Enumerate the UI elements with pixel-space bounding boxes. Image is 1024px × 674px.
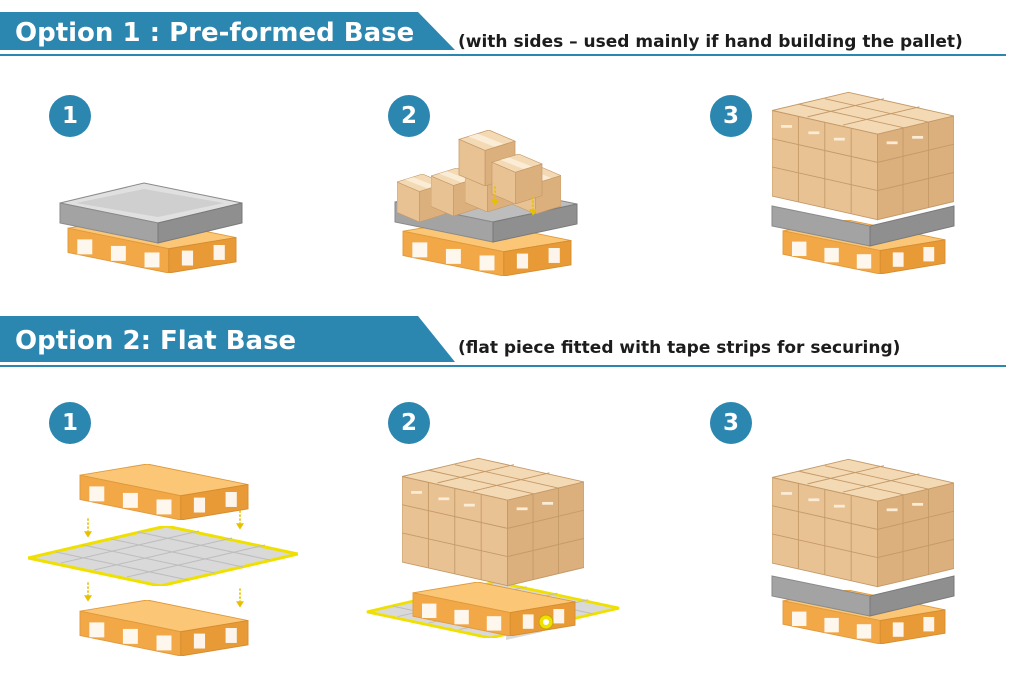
down-arrow-icon <box>84 518 92 538</box>
option1-subtitle: (with sides – used mainly if hand buildi… <box>458 32 963 52</box>
pallet-base-icon <box>59 182 243 244</box>
option2-banner: Option 2: Flat Base (flat piece fitted w… <box>0 316 1010 367</box>
pallet-icon <box>79 464 249 520</box>
option1-step-1-badge: 1 <box>49 95 91 137</box>
pallet-icon <box>79 600 249 656</box>
option2-subtitle: (flat piece fitted with tape strips for … <box>458 338 901 358</box>
option2-step-2-illustration <box>365 457 621 640</box>
option2-title: Option 2: Flat Base <box>15 326 297 356</box>
carton-box-icon <box>772 458 954 588</box>
option1-step-3-badge: 3 <box>710 95 752 137</box>
down-arrow-icon <box>84 582 92 602</box>
option2-banner-shape <box>0 316 1006 367</box>
option2-step-3-illustration <box>771 458 955 644</box>
pallet-base-icon <box>28 526 298 586</box>
carton-box-icon <box>491 154 543 204</box>
option1-step-3-illustration <box>771 91 955 274</box>
option1-step-2-badge: 2 <box>388 95 430 137</box>
carton-box-icon <box>772 91 954 221</box>
carton-box-icon <box>402 457 584 587</box>
down-arrow-icon <box>236 510 244 530</box>
down-arrow-icon <box>236 588 244 608</box>
option2-step-2-badge: 2 <box>388 402 430 444</box>
option1-banner-shape <box>0 12 1006 56</box>
option2-step-1-illustration <box>28 464 298 656</box>
tape-roll-icon <box>538 614 554 630</box>
option1-title: Option 1 : Pre-formed Base <box>15 18 415 48</box>
option2-step-1-badge: 1 <box>49 402 91 444</box>
option1-step-2-illustration <box>394 130 578 276</box>
option2-step-3-badge: 3 <box>710 402 752 444</box>
option1-step-1-illustration <box>59 182 243 273</box>
option1-banner: Option 1 : Pre-formed Base (with sides –… <box>0 12 1010 56</box>
